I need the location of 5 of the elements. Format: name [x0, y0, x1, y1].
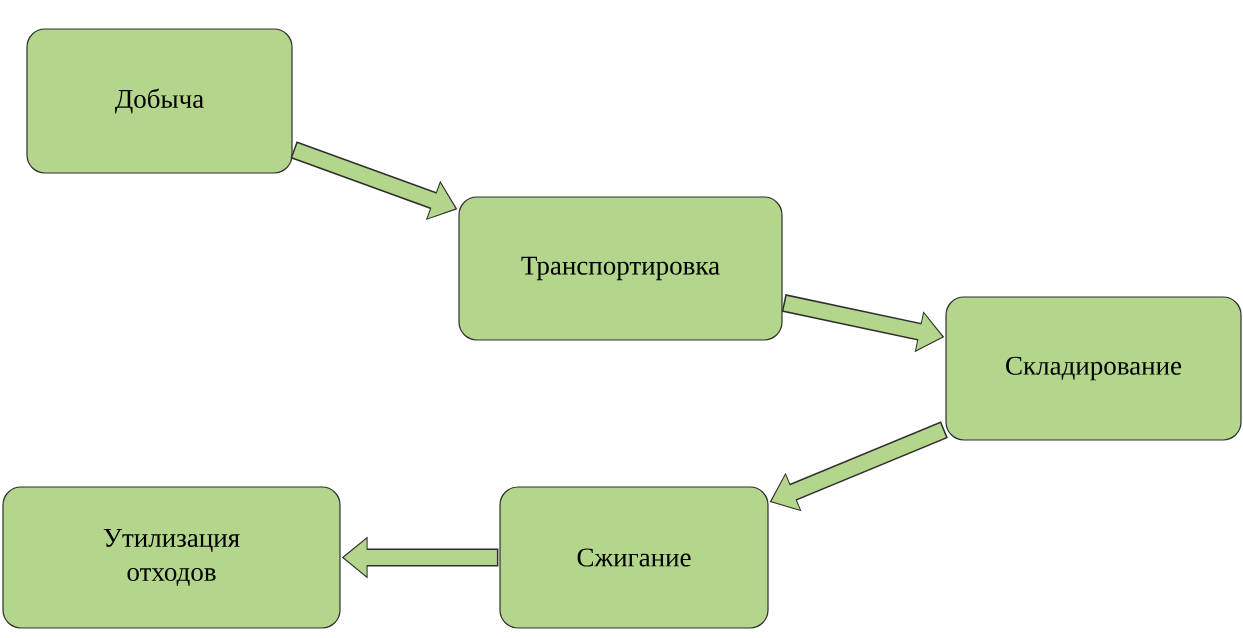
- process-box: Складирование: [945, 296, 1242, 441]
- process-box: Добыча: [26, 28, 293, 174]
- process-box: Утилизация отходов: [2, 486, 341, 629]
- process-box: Сжигание: [499, 486, 769, 629]
- process-box: Транспортировка: [458, 196, 783, 341]
